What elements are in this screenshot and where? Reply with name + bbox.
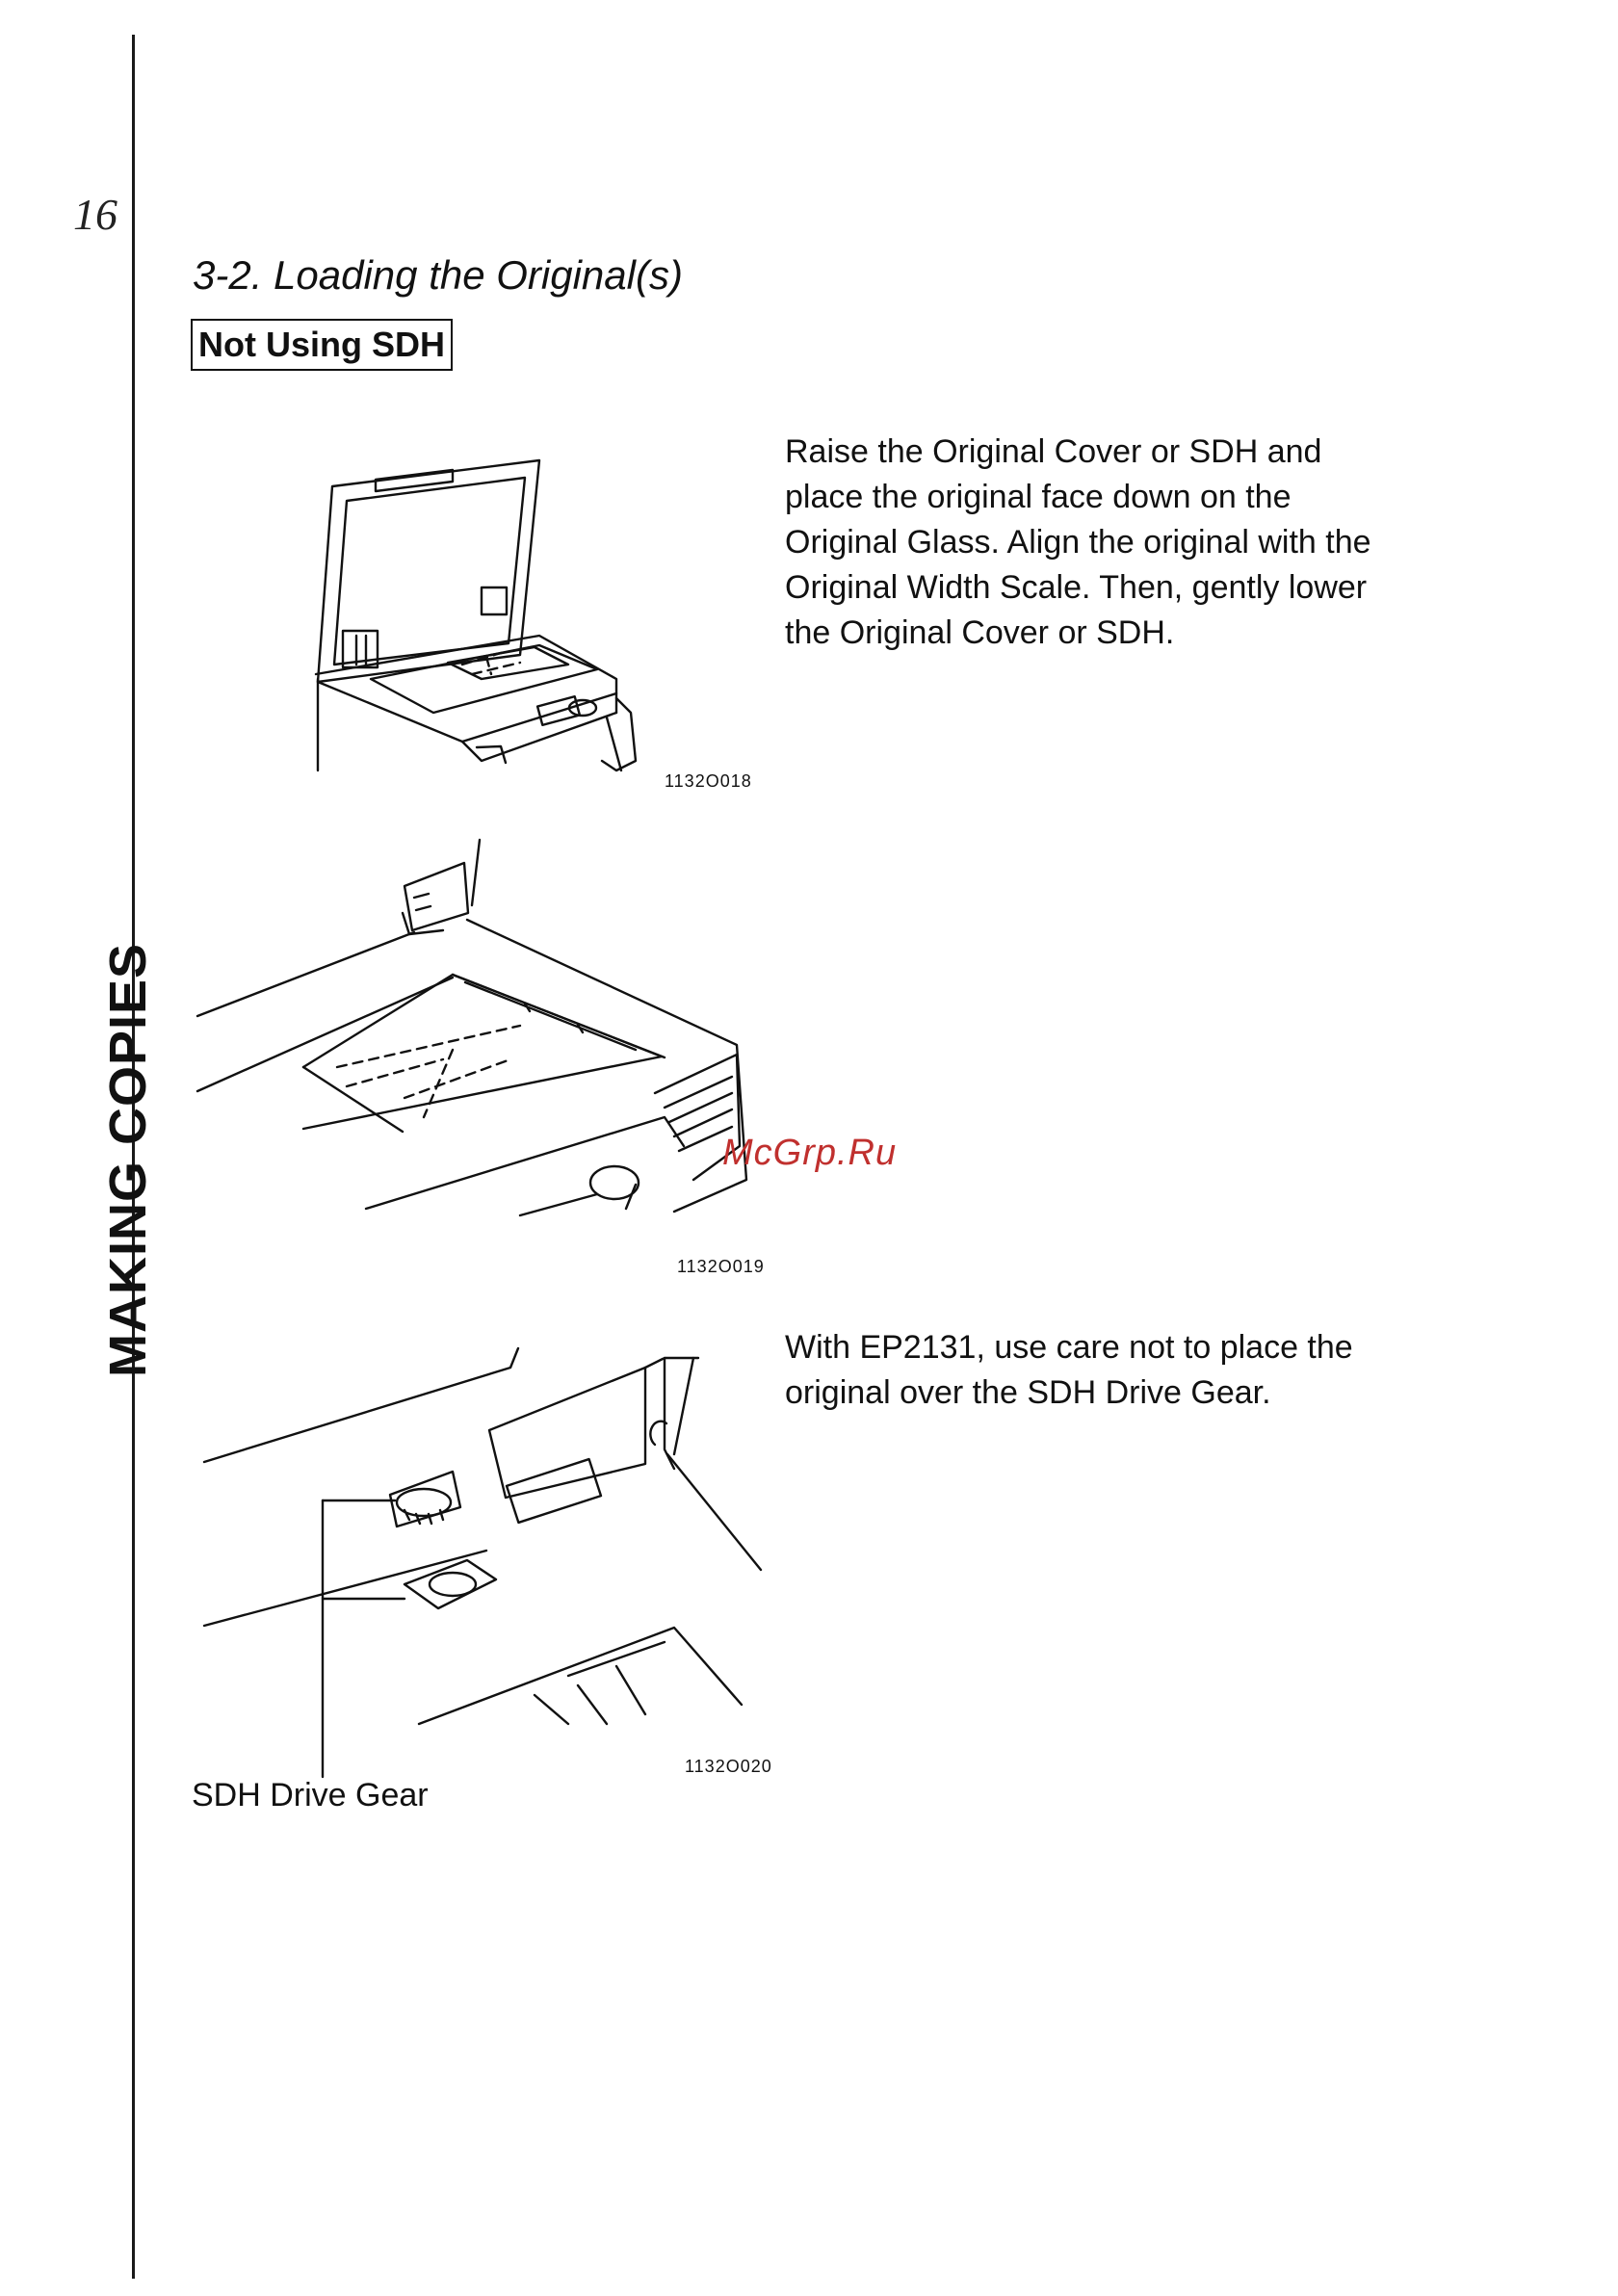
margin-rule <box>132 35 135 2279</box>
figure-code-1: 1132O018 <box>665 771 752 791</box>
figure-caption-drive-gear: SDH Drive Gear <box>192 1777 429 1813</box>
section-title: 3-2. Loading the Original(s) <box>193 252 683 298</box>
instruction-paragraph-2: With EP2131, use care not to place the o… <box>785 1329 1353 1411</box>
instruction-paragraph-1: Raise the Original Cover or SDH and plac… <box>785 433 1371 651</box>
figure-code-2: 1132O019 <box>677 1257 765 1276</box>
page-number: 16 <box>73 190 117 239</box>
figure-code-3: 1132O020 <box>685 1757 772 1776</box>
mode-label-box: Not Using SDH <box>191 319 453 371</box>
watermark: McGrp.Ru <box>722 1133 898 1173</box>
